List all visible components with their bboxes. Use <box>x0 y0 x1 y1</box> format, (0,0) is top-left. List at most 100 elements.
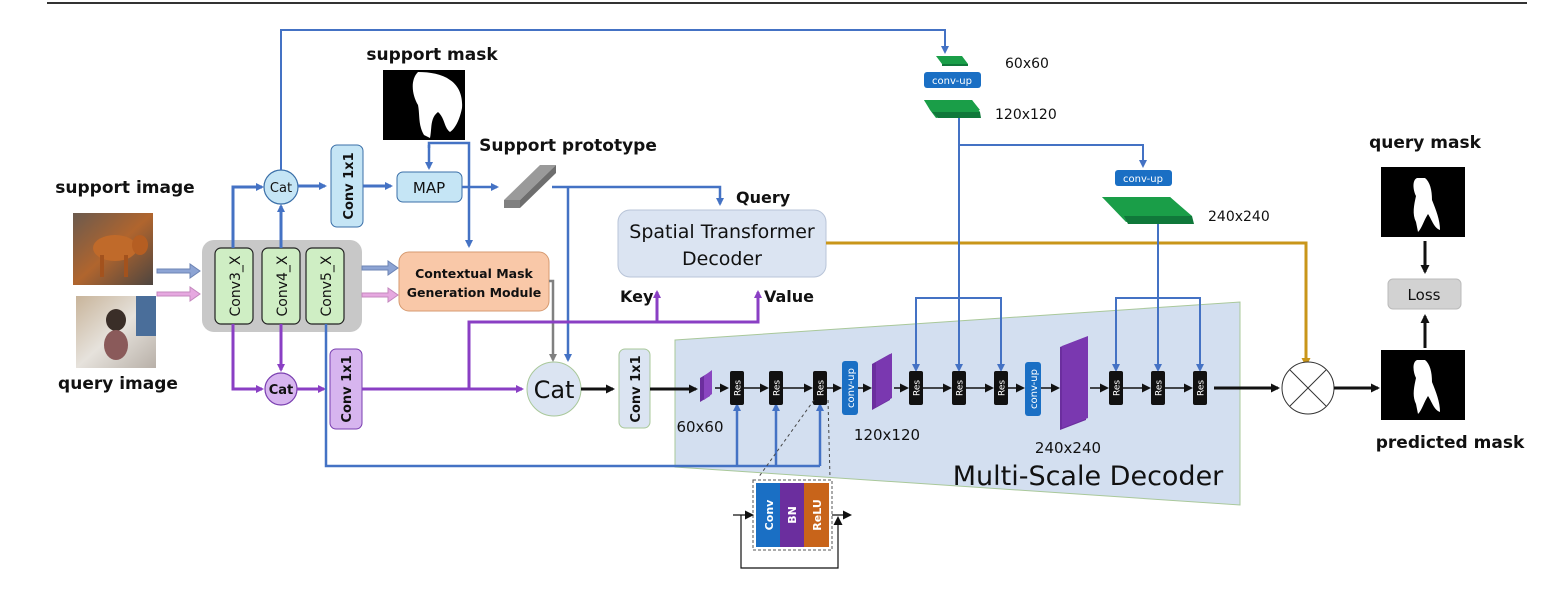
conv5-skip-line <box>324 324 820 468</box>
support-conv1x1: Conv 1x1 <box>330 144 364 228</box>
svg-text:Conv 1x1: Conv 1x1 <box>340 355 355 422</box>
svg-text:Decoder: Decoder <box>682 248 762 270</box>
feature-240-green <box>1102 197 1194 224</box>
svg-text:Contextual Mask: Contextual Mask <box>415 266 533 281</box>
feature-60-green <box>936 56 968 66</box>
decoder-title: Multi-Scale Decoder <box>953 461 1224 492</box>
svg-text:Conv3_X: Conv3_X <box>228 255 244 316</box>
decoder-scale-60: 60x60 <box>676 418 723 436</box>
res-block-c3: Res <box>1193 371 1207 405</box>
res-block-b1: Res <box>909 371 923 405</box>
svg-text:Conv 1x1: Conv 1x1 <box>629 355 644 422</box>
decoder-scale-120: 120x120 <box>854 426 920 444</box>
backbone-conv5: Conv5_X <box>305 247 345 325</box>
prototype-to-query <box>552 185 724 206</box>
res-block-a2: Res <box>769 371 783 405</box>
fusion-cat-node: Cat <box>526 361 582 417</box>
svg-text:Res: Res <box>1113 380 1123 396</box>
zoom-line-right <box>827 399 831 479</box>
query-mask-image <box>1381 167 1465 237</box>
conv-up-mid: conv-up <box>1115 170 1172 186</box>
decoder-feature-60 <box>700 370 712 402</box>
conv3-to-query-cat <box>231 324 264 393</box>
query-mask-label: query mask <box>1369 133 1481 153</box>
green240-to-res-c1 <box>1112 297 1158 372</box>
decoder-scale-240: 240x240 <box>1035 439 1101 457</box>
key-label: Key <box>620 287 654 306</box>
query-image-label: query image <box>58 374 178 394</box>
res-layer-conv: Conv <box>763 499 776 530</box>
query-image <box>76 296 156 368</box>
svg-text:Loss: Loss <box>1408 286 1441 304</box>
res-block-c1: Res <box>1109 371 1123 405</box>
zoom-line-left <box>757 399 815 479</box>
svg-text:Res: Res <box>913 380 923 396</box>
svg-text:conv-up: conv-up <box>1029 369 1040 409</box>
contextual-mask-generation-module: Contextual Mask Generation Module <box>398 251 550 312</box>
transformer-to-multiply <box>826 241 1311 367</box>
svg-text:Spatial Transformer: Spatial Transformer <box>629 221 815 243</box>
upsample-size-60: 60x60 <box>1005 56 1049 72</box>
svg-text:Cat: Cat <box>270 181 292 196</box>
query-to-value <box>467 290 762 389</box>
svg-text:Conv4_X: Conv4_X <box>275 255 291 316</box>
green240-to-res-c3 <box>1158 297 1204 372</box>
cmgm-support-arrow <box>361 260 399 276</box>
map-node: MAP <box>396 171 463 203</box>
query-conv1x1: Conv 1x1 <box>329 348 363 430</box>
res-block-b3: Res <box>994 371 1008 405</box>
res-block-a1: Res <box>730 371 744 405</box>
support-mask-image <box>383 70 465 140</box>
svg-text:Res: Res <box>956 380 966 396</box>
green120-to-res-b3 <box>959 297 1005 372</box>
feature-120-green <box>924 100 981 118</box>
support-mask-label: support mask <box>366 45 498 65</box>
conv-up-top: conv-up <box>924 72 981 88</box>
svg-text:conv-up: conv-up <box>932 76 972 87</box>
res-layer-relu: ReLU <box>811 499 824 530</box>
support-cat-node: Cat <box>263 169 299 205</box>
multiply-node <box>1281 361 1335 415</box>
res-layer-bn: BN <box>786 506 799 524</box>
green120-to-convup <box>959 144 1147 168</box>
upsample-size-240: 240x240 <box>1208 209 1270 225</box>
svg-text:Res: Res <box>773 380 783 396</box>
loss-node: Loss <box>1387 278 1462 310</box>
support-prototype-vector <box>504 165 556 208</box>
spatial-transformer-decoder: Spatial Transformer Decoder <box>617 209 827 278</box>
support-skip-line <box>280 29 949 170</box>
query-label: Query <box>736 188 791 207</box>
upsample-size-120: 120x120 <box>995 107 1057 123</box>
svg-text:Res: Res <box>817 380 827 396</box>
svg-text:Cat: Cat <box>269 383 294 398</box>
res-block-detail: Conv BN ReLU <box>752 479 833 551</box>
svg-text:Conv 1x1: Conv 1x1 <box>342 152 357 219</box>
res-block-a3: Res <box>813 371 827 405</box>
svg-text:conv-up: conv-up <box>846 368 857 408</box>
svg-text:Generation Module: Generation Module <box>407 285 541 300</box>
svg-text:MAP: MAP <box>413 179 445 197</box>
svg-text:Res: Res <box>998 380 1008 396</box>
support-input-arrow <box>156 263 201 279</box>
cmgm-to-fusion-cat <box>549 279 557 362</box>
res-block-c2: Res <box>1151 371 1165 405</box>
svg-text:Res: Res <box>1155 380 1165 396</box>
svg-text:Cat: Cat <box>534 376 575 404</box>
decoder-conv-up-1: conv-up <box>842 361 858 415</box>
query-cat-node: Cat <box>264 372 298 406</box>
decoder-feature-120 <box>872 353 892 410</box>
support-image-label: support image <box>55 178 194 198</box>
backbone-conv3: Conv3_X <box>214 247 254 325</box>
conv3-to-support-cat <box>231 183 264 248</box>
support-image <box>73 213 153 285</box>
decoder-conv-up-2: conv-up <box>1025 362 1041 416</box>
fusion-conv1x1: Conv 1x1 <box>618 348 651 429</box>
support-prototype-label: Support prototype <box>479 136 657 156</box>
svg-text:Res: Res <box>1197 380 1207 396</box>
res-detail-skip <box>740 515 843 569</box>
green120-to-res-b1 <box>912 297 959 372</box>
svg-text:Res: Res <box>734 380 744 396</box>
cmgm-query-arrow <box>361 287 399 303</box>
query-input-arrow <box>156 286 201 302</box>
